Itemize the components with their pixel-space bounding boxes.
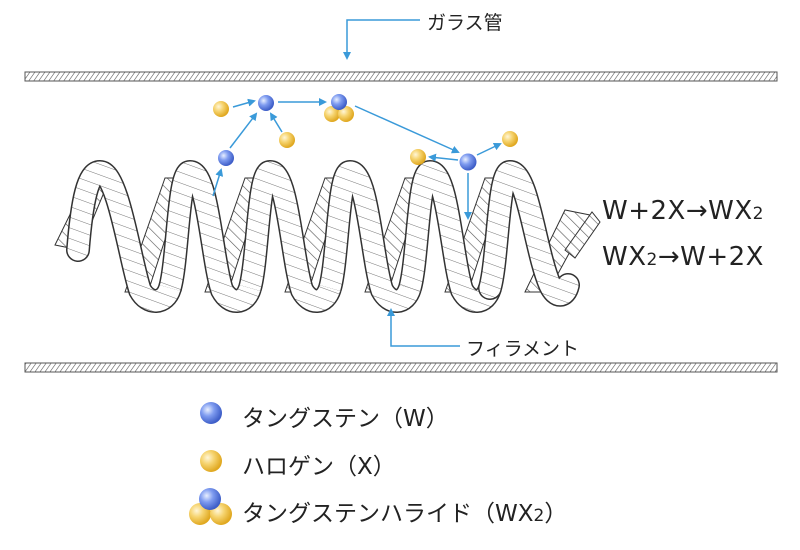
filament-label: フィラメント	[466, 338, 580, 360]
reverse-equation-text-pre: WX	[602, 242, 647, 272]
legend-tungsten-halide-label: タングステンハライド（WX2）	[242, 494, 567, 528]
arrow-w-to-w	[229, 112, 258, 149]
filament-callout	[387, 308, 460, 347]
halogen-atom-icon	[502, 131, 518, 147]
legend-halogen-label: ハロゲン（X）	[242, 454, 396, 480]
glass-tube-top-wall	[24, 71, 778, 82]
reverse-equation-subscript: 2	[646, 250, 658, 270]
reverse-equation: WX2→W+2X	[602, 242, 764, 272]
tungsten-atom-icon	[459, 153, 477, 171]
glass-tube-bottom-wall	[24, 362, 778, 373]
tungsten-atom-icon	[258, 95, 274, 111]
legend-tungsten-halide-text-pre: タングステンハライド（WX	[242, 501, 534, 527]
tungsten-halide-molecule-icon	[324, 94, 354, 122]
arrow-x-to-w	[232, 98, 256, 108]
forward-equation: W+2X→WX2	[602, 196, 764, 226]
forward-equation-subscript: 2	[752, 204, 764, 224]
reverse-equation-text-post: →W+2X	[657, 242, 764, 272]
atoms	[213, 94, 518, 171]
reaction-arrows	[212, 98, 502, 220]
halogen-atom-icon	[213, 101, 229, 117]
legend-tungsten-label: タングステン（W）	[242, 406, 449, 432]
arrow-w-to-x-right	[476, 142, 502, 156]
forward-equation-text: W+2X→WX	[602, 196, 753, 226]
filament-coil	[54, 159, 601, 313]
arrow-x2-to-w	[269, 112, 283, 133]
halogen-atom-icon	[279, 132, 295, 148]
tungsten-atom-icon	[218, 150, 234, 166]
glass-tube-callout	[343, 19, 420, 60]
glass-tube-label: ガラス管	[427, 12, 503, 34]
halogen-atom-icon	[410, 149, 426, 165]
legend-tungsten-icon	[200, 402, 222, 424]
legend-halogen-icon	[200, 450, 222, 472]
legend-icons	[189, 402, 232, 525]
arrow-w-to-x-left	[428, 153, 459, 162]
legend-tungsten-halide-subscript: 2	[533, 506, 545, 526]
arrow-wx2-to-w	[354, 105, 460, 154]
arrow-filament-to-w	[212, 168, 224, 197]
legend-tungsten-halide-text-post: ）	[544, 501, 568, 527]
legend-tungsten-halide-icon	[189, 488, 232, 525]
